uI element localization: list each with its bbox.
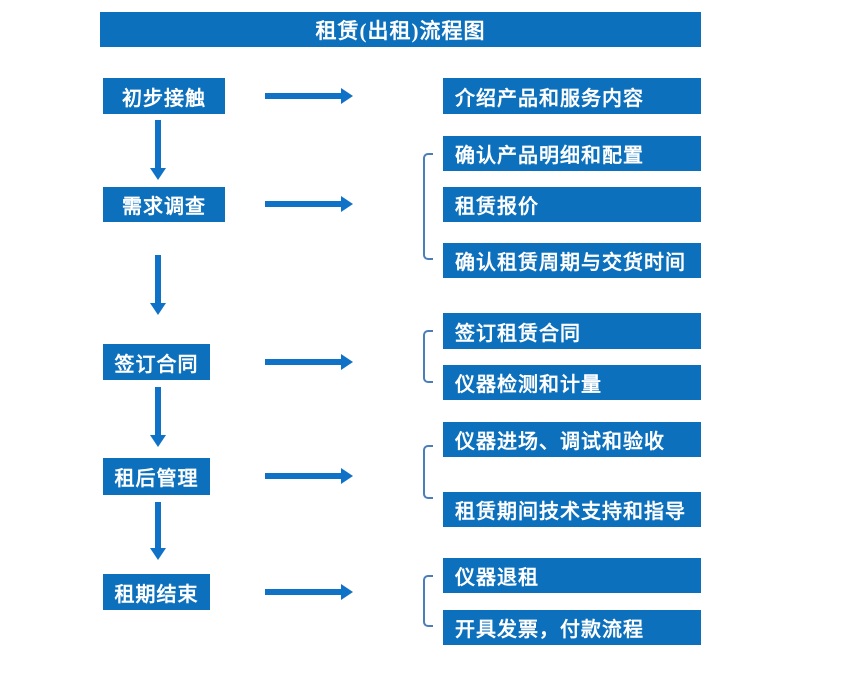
detail-bracket [423,445,433,499]
flow-arrow-down [150,255,166,315]
detail-box: 仪器进场、调试和验收 [443,422,701,457]
flow-arrow-down [150,387,166,447]
flow-arrow-right [265,88,353,104]
flow-arrow-right [265,468,353,484]
detail-bracket [423,153,433,260]
flowchart-title: 租赁(出租)流程图 [315,18,486,43]
detail-box: 租赁报价 [443,187,701,222]
step-box-lease-end: 租期结束 [103,574,210,610]
detail-box: 仪器检测和计量 [443,365,701,400]
flow-arrow-right [265,584,353,600]
detail-box: 租赁期间技术支持和指导 [443,492,701,527]
detail-box: 开具发票，付款流程 [443,610,701,645]
flow-arrow-down [150,120,166,180]
detail-bracket [423,330,433,383]
flow-arrow-right [265,196,353,212]
detail-box: 签订租赁合同 [443,313,701,349]
flow-arrow-right [265,354,353,370]
detail-box: 介绍产品和服务内容 [443,78,701,114]
detail-box: 确认租赁周期与交货时间 [443,243,701,278]
detail-box: 仪器退租 [443,558,701,593]
step-box-initial-contact: 初步接触 [103,78,225,114]
flow-arrow-down [150,502,166,560]
flowchart-title-bar: 租赁(出租)流程图 [100,12,701,47]
detail-box: 确认产品明细和配置 [443,136,701,171]
step-box-contract-signing: 签订合同 [103,344,210,380]
step-box-post-rental-management: 租后管理 [103,458,210,495]
detail-bracket [423,575,433,627]
step-box-requirement-survey: 需求调查 [103,187,225,222]
